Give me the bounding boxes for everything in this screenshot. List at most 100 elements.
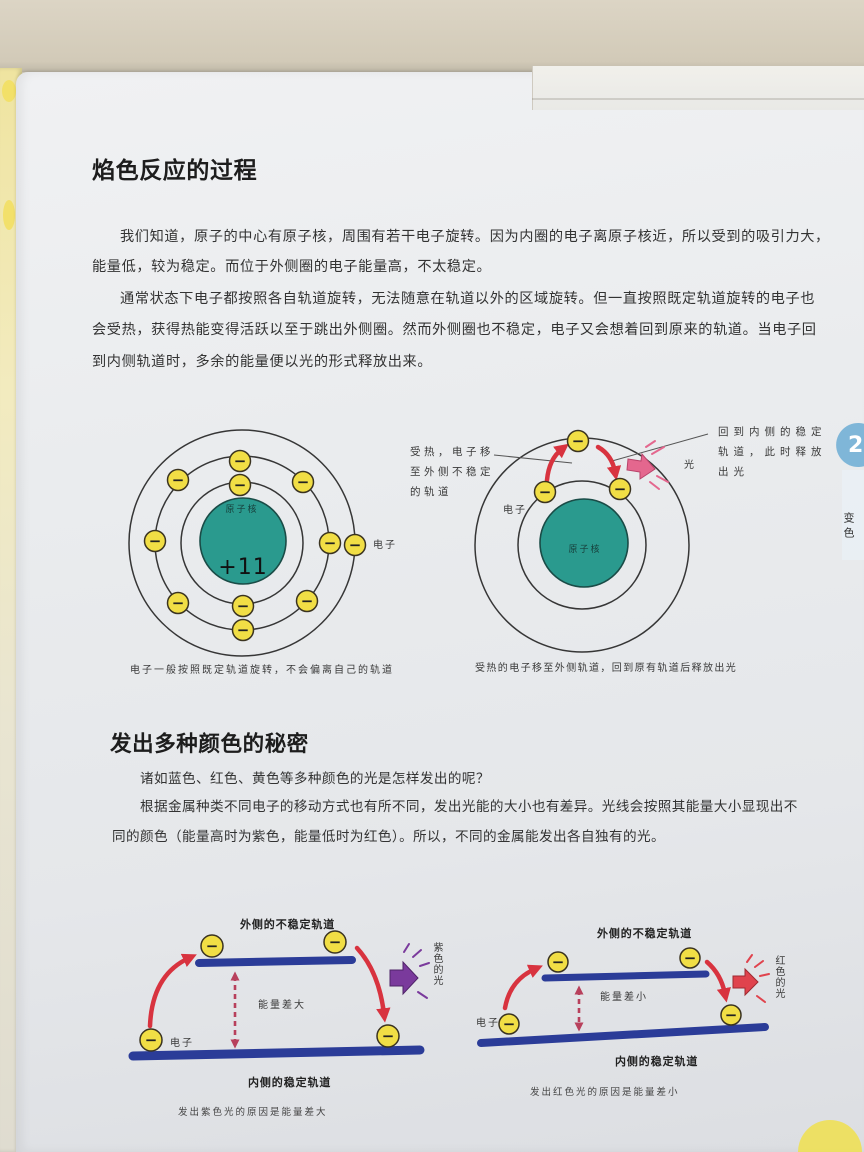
- adjacent-page-decoration: [798, 1120, 862, 1152]
- electron: −: [323, 930, 347, 954]
- fall-down-arrow: [704, 959, 731, 1003]
- jump-up-arrow: [147, 953, 197, 1029]
- return-note-leader-line: [611, 433, 709, 462]
- electron: −: [566, 429, 590, 453]
- wall-background: [0, 0, 864, 72]
- violet-light-label: 紫色的光: [431, 942, 442, 986]
- next-page-corner: [532, 66, 864, 110]
- svg-text:−: −: [539, 483, 552, 501]
- return-note-line: 轨道，此时释放: [718, 446, 827, 458]
- heat-note-line: 受热，电子移: [410, 446, 494, 458]
- electron: −: [679, 947, 701, 969]
- return-note-line: 回到内侧的稳定: [718, 426, 827, 438]
- svg-text:−: −: [329, 933, 342, 951]
- red-light-label: 红色的光: [773, 955, 784, 999]
- excited-atom-diagram: − − −: [474, 429, 709, 653]
- paragraph-line: 会受热，获得热能变得活跃以至于跳出外侧圈。然而外侧圈也不稳定，电子又会想着回到原…: [92, 322, 817, 338]
- outer-orbit-label: 外侧的不稳定轨道: [240, 918, 336, 931]
- nucleus: [199, 497, 287, 585]
- diagram-caption: 发出紫色光的原因是能量差大: [178, 1107, 328, 1118]
- paragraph-line: 通常状态下电子都按照各自轨道旋转，无法随意在轨道以外的区域旋转。但一直按照既定轨…: [120, 291, 816, 307]
- section-title-flame-reaction: 焰色反应的过程: [92, 158, 258, 184]
- svg-text:−: −: [237, 621, 250, 639]
- diagram-caption: 受热的电子移至外侧轨道，回到原有轨道后释放出光: [475, 663, 738, 674]
- paragraph-line: 根据金属种类不同电子的移动方式也有所不同，发出光能的大小也有差异。光线会按照其能…: [140, 799, 798, 815]
- nucleus-label: 原子核: [225, 505, 259, 515]
- return-note-line: 出光: [718, 466, 749, 478]
- electron: −: [533, 480, 557, 504]
- electron: −: [228, 449, 252, 473]
- electron: −: [143, 529, 167, 553]
- outer-energy-level-bar: [541, 970, 710, 982]
- electron: −: [376, 1024, 400, 1048]
- electron: −: [720, 1004, 742, 1026]
- electron: −: [295, 589, 319, 613]
- svg-text:−: −: [301, 592, 314, 610]
- svg-text:−: −: [172, 594, 185, 612]
- nucleus-label: 原子核: [568, 545, 602, 555]
- paragraph-line: 同的颜色（能量高时为紫色，能量低时为红色）。所以，不同的金属能发出各自独有的光。: [112, 829, 665, 845]
- fall-down-arrow: [354, 945, 391, 1023]
- electron: −: [231, 618, 255, 642]
- electron-label: 电子: [503, 505, 527, 516]
- svg-text:−: −: [684, 949, 697, 967]
- svg-text:−: −: [324, 534, 337, 552]
- electron: −: [139, 1028, 163, 1052]
- jump-out-arrow: [544, 443, 569, 483]
- light-label: 光: [684, 460, 696, 471]
- chapter-tab-strip: [842, 470, 864, 560]
- inner-orbit-label: 内侧的稳定轨道: [248, 1076, 332, 1089]
- electron: −: [166, 468, 190, 492]
- svg-text:−: −: [145, 1031, 158, 1049]
- svg-text:−: −: [503, 1015, 516, 1033]
- svg-text:−: −: [172, 471, 185, 489]
- paragraph-line: 我们知道，原子的中心有原子核，周围有若干电子旋转。因为内圈的电子离原子核近，所以…: [120, 229, 830, 245]
- svg-text:−: −: [349, 536, 362, 554]
- jump-up-arrow: [502, 964, 543, 1011]
- heat-note-line: 至外侧不稳定: [410, 466, 494, 478]
- electron-label: 电子: [476, 1018, 500, 1029]
- return-arrow: [595, 444, 622, 481]
- adjacent-page-decoration: [3, 200, 15, 230]
- energy-gap-label: 能量差小: [600, 992, 648, 1003]
- adjacent-page-decoration: [2, 80, 16, 102]
- chapter-label: 变色: [842, 512, 855, 542]
- electron: −: [291, 470, 315, 494]
- book-page: [16, 72, 864, 1152]
- svg-text:−: −: [725, 1006, 738, 1024]
- page-edge-line: [532, 98, 864, 100]
- electron: −: [343, 533, 367, 557]
- outer-energy-level-bar: [195, 956, 356, 967]
- svg-text:−: −: [149, 532, 162, 550]
- nucleus-charge: +11: [218, 555, 268, 580]
- paragraph-line: 能量低，较为稳定。而位于外侧圈的电子能量高，不太稳定。: [92, 259, 492, 275]
- svg-text:−: −: [572, 432, 585, 450]
- stable-atom-diagram: − − − − − − − − − − −: [128, 429, 367, 657]
- diagram-caption: 电子一般按照既定轨道旋转，不会偏离自己的轨道: [130, 665, 394, 676]
- svg-text:−: −: [552, 953, 565, 971]
- electron: −: [231, 594, 255, 618]
- electron: −: [166, 591, 190, 615]
- red-light-icon: [732, 954, 770, 1003]
- section-title-color-secret: 发出多种颜色的秘密: [110, 732, 309, 757]
- svg-text:−: −: [382, 1027, 395, 1045]
- energy-diagram-small-gap: − − − −: [477, 947, 770, 1047]
- inner-orbit-label: 内侧的稳定轨道: [615, 1055, 699, 1068]
- energy-gap-label: 能量差大: [258, 1000, 306, 1011]
- svg-text:−: −: [237, 597, 250, 615]
- electron: −: [228, 473, 252, 497]
- electron-label: 电子: [170, 1038, 194, 1049]
- heat-note-line: 的轨道: [410, 486, 452, 498]
- electron: −: [318, 531, 342, 555]
- violet-light-icon: [389, 943, 430, 999]
- chapter-tab-badge: [836, 423, 864, 467]
- paragraph-line: 到内侧轨道时，多余的能量便以光的形式释放出来。: [92, 354, 433, 370]
- energy-diagram-large-gap: − − − −: [128, 930, 430, 1061]
- electron: −: [200, 934, 224, 958]
- inner-energy-level-bar: [128, 1045, 425, 1061]
- heat-note-leader-line: [493, 454, 573, 464]
- nucleus: [539, 498, 629, 588]
- svg-text:−: −: [297, 473, 310, 491]
- chapter-number: 2: [848, 433, 864, 458]
